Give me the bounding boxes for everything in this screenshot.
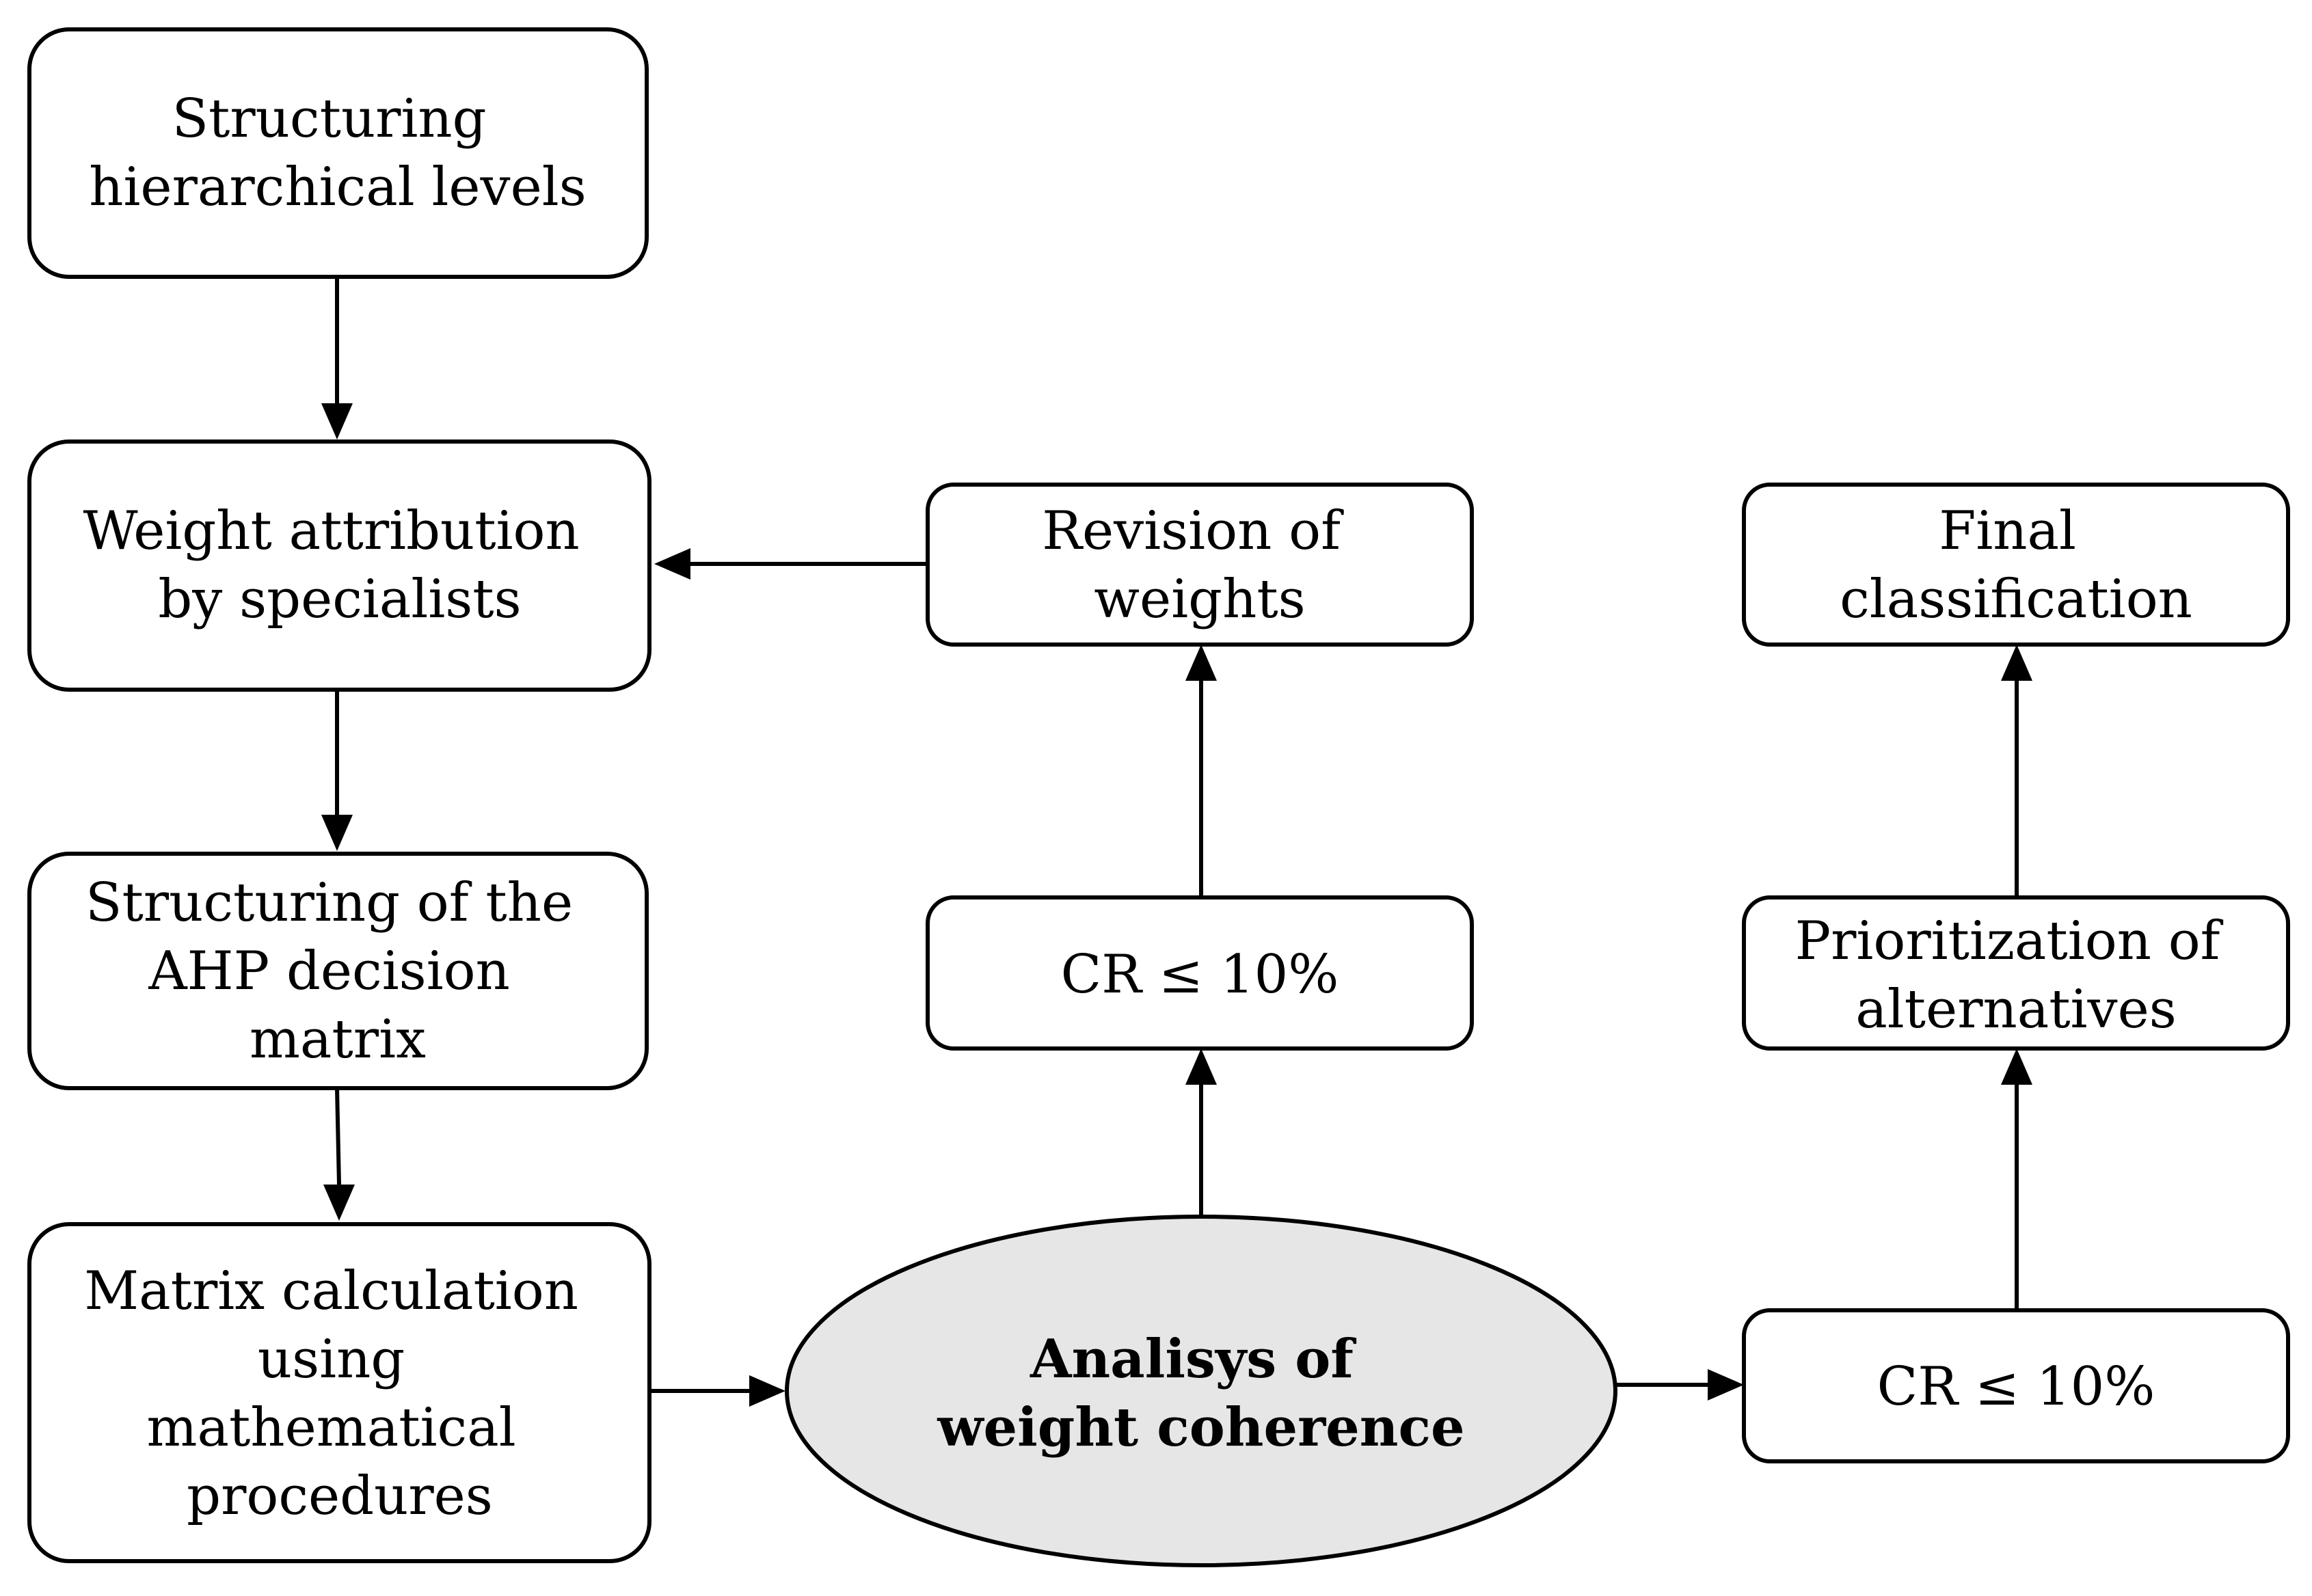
matrix-calculation-node: Matrix calculation using mathematical pr… — [27, 1222, 651, 1563]
cr-prioritization-text: CR ≤ 10% — [1877, 1356, 2155, 1418]
node-box — [1742, 1308, 2290, 1463]
node-text-line: CR ≤ 10% — [1877, 1356, 2155, 1418]
arrowhead — [749, 1375, 785, 1407]
cr-revision-node: CR ≤ 10% — [926, 895, 1474, 1051]
arrow-matrix-to-calculation — [335, 1087, 341, 1185]
arrowhead — [323, 1185, 355, 1221]
node-text-line: Structuring — [172, 88, 487, 150]
arrowhead — [654, 548, 690, 580]
node-text-line: AHP decision — [148, 941, 510, 1002]
final-classification-text: Final classification — [1840, 500, 2192, 630]
node-text-line: Prioritization of — [1795, 910, 2224, 972]
node-text-line: Revision of — [1042, 500, 1344, 562]
ahp-matrix-node: Structuring of the AHP decision matrix — [27, 852, 649, 1090]
node-text-line: Matrix calculation — [84, 1260, 578, 1322]
node-box — [27, 439, 651, 692]
node-text-line: by specialists — [158, 569, 521, 630]
node-text-line: Final — [1939, 500, 2076, 562]
node-text-line: Weight attribution — [83, 500, 579, 562]
structuring-levels-text: Structuring hierarchical levels — [89, 88, 587, 218]
node-text-line: classification — [1840, 569, 2192, 630]
arrowhead — [1185, 645, 1217, 681]
node-box — [27, 852, 649, 1090]
arrowhead — [1185, 1049, 1217, 1085]
arrowhead — [321, 403, 353, 439]
coherence-analysis-text: Analisys of weight coherence — [937, 1328, 1464, 1459]
node-ellipse — [785, 1215, 1617, 1567]
node-box — [926, 895, 1474, 1051]
arrowhead — [321, 815, 353, 851]
node-text-line: Analisys of — [1030, 1328, 1356, 1390]
final-classification-node: Final classification — [1742, 483, 2290, 647]
node-text-line: Structuring of the — [85, 872, 573, 934]
node-text-line: using — [258, 1329, 405, 1390]
node-box — [926, 483, 1474, 647]
coherence-analysis-node: Analisys of weight coherence — [785, 1215, 1617, 1567]
connectors — [321, 277, 2032, 1407]
arrowhead — [2001, 1049, 2032, 1085]
cr-prioritization-node: CR ≤ 10% — [1742, 1308, 2290, 1463]
node-box — [27, 1222, 651, 1563]
arrowhead — [1708, 1369, 1744, 1401]
node-text-line: alternatives — [1855, 979, 2177, 1040]
cr-revision-text: CR ≤ 10% — [1061, 944, 1339, 1005]
node-text-line: weights — [1094, 569, 1305, 630]
node-text-line: weight coherence — [937, 1396, 1464, 1459]
node-text-line: CR ≤ 10% — [1061, 944, 1339, 1005]
node-box — [27, 27, 649, 279]
node-box — [1742, 483, 2290, 647]
prioritization-node: Prioritization of alternatives — [1742, 895, 2290, 1051]
arrowhead — [2001, 645, 2032, 681]
weight-attribution-text: Weight attribution by specialists — [83, 500, 596, 630]
structuring-levels-node: Structuring hierarchical levels — [27, 27, 649, 279]
node-text-line: hierarchical levels — [89, 157, 587, 218]
ahp-matrix-text: Structuring of the AHP decision matrix — [85, 872, 590, 1070]
matrix-calculation-text: Matrix calculation using mathematical pr… — [84, 1260, 595, 1527]
revision-weights-text: Revision of weights — [1042, 500, 1358, 630]
weight-attribution-node: Weight attribution by specialists — [27, 439, 651, 692]
revision-weights-node: Revision of weights — [926, 483, 1474, 647]
node-text-line: procedures — [187, 1465, 493, 1527]
node-text-line: mathematical — [147, 1397, 516, 1459]
node-box — [1742, 895, 2290, 1051]
node-text-line: matrix — [250, 1009, 426, 1070]
prioritization-text: Prioritization of alternatives — [1795, 910, 2237, 1040]
